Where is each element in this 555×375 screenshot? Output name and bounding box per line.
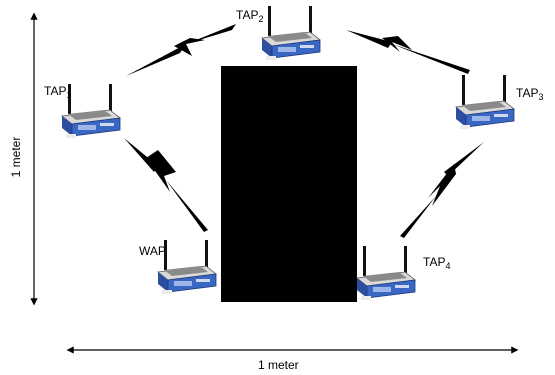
horizontal-dimension-label: 1 meter [258,358,299,372]
tap2-label: TAP2 [236,8,264,24]
tap4-label: TAP4 [423,255,451,271]
tap3-router-icon [455,74,515,130]
tap2-router-icon [261,5,321,61]
link-tap2-tap3 [346,30,470,74]
tap4-router-icon [356,245,416,301]
tap1-label: TAP1 [44,84,72,100]
link-tap3-tap4 [400,142,484,238]
link-tap1-tap2 [126,24,236,76]
obstacle-block [221,66,357,302]
link-tap1-wap [124,138,208,232]
vertical-dimension-label: 1 meter [9,136,23,178]
wap-label: WAP [139,244,166,258]
wap-router-icon [157,239,217,295]
tap3-label: TAP3 [516,86,544,102]
